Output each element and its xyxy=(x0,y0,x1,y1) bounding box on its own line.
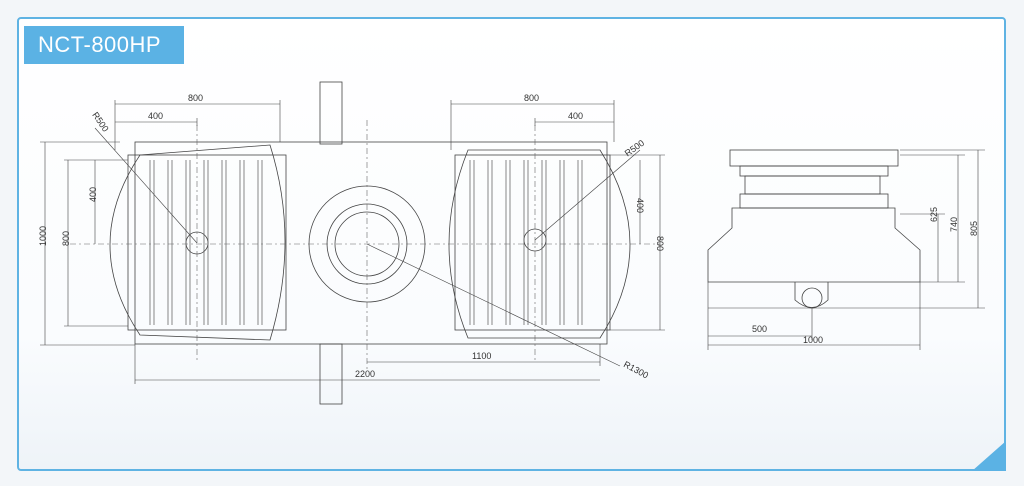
dim-top-left-inner: 400 xyxy=(148,111,163,121)
dim-right-height-inner: 800 xyxy=(655,236,665,251)
dim-bottom-total: 2200 xyxy=(355,369,375,379)
dim-top-right-inner: 400 xyxy=(568,111,583,121)
side-base xyxy=(707,207,921,283)
left-pallet-plate xyxy=(127,154,287,331)
bottom-arm xyxy=(319,343,343,405)
dim-side-h1: 625 xyxy=(929,207,939,222)
dim-left-height-half: 400 xyxy=(88,187,98,202)
left-pallet-outline xyxy=(109,144,286,341)
dim-side-width-total: 1000 xyxy=(803,335,823,345)
right-pallet-plate xyxy=(454,154,611,331)
dim-big-radius: R1300 xyxy=(622,359,650,380)
dim-side-h3: 805 xyxy=(969,221,979,236)
dim-left-height-inner: 800 xyxy=(61,231,71,246)
dim-left-height-outer: 1000 xyxy=(38,226,48,246)
dim-side-width-half: 500 xyxy=(752,324,767,334)
side-table-top xyxy=(729,149,899,167)
drawing-card xyxy=(17,17,1006,471)
top-arm xyxy=(319,81,343,145)
dim-top-right-width: 800 xyxy=(524,93,539,103)
model-title-tab: NCT-800HP xyxy=(24,26,184,64)
dim-right-height-half: 400 xyxy=(635,198,645,213)
dim-top-left-width: 800 xyxy=(188,93,203,103)
dim-bottom-half: 1100 xyxy=(472,351,491,361)
right-pallet-outline xyxy=(448,149,631,339)
dim-side-h2: 740 xyxy=(949,217,959,232)
base-frame xyxy=(134,141,608,345)
dim-left-radius: R500 xyxy=(90,110,111,133)
corner-accent xyxy=(972,441,1006,471)
